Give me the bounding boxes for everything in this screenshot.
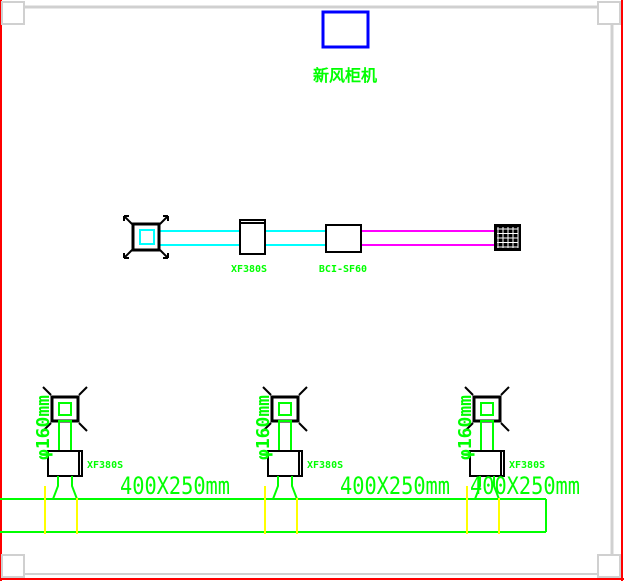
bottom-main-duct [0, 498, 547, 533]
branch-diameter-label: φ160mm [455, 395, 476, 460]
middle-device-label: BCI-SF60 [319, 264, 367, 275]
bci-device-icon [325, 224, 362, 253]
branch-fan-label: XF380S [509, 460, 545, 471]
exhaust-louver-icon [494, 224, 521, 251]
branch-grille-icon [42, 386, 88, 432]
branch-diameter-label: φ160mm [253, 395, 274, 460]
branch-duct-size-label: 400X250mm [470, 472, 580, 500]
branch-takeoff-duct [474, 476, 500, 500]
fresh-air-cabinet-label: 新风柜机 [313, 66, 377, 85]
fresh-air-cabinet-unit [321, 10, 370, 49]
branch-fan-icon [47, 450, 83, 477]
inline-fan-icon [239, 219, 266, 255]
branch-fan-icon [469, 450, 505, 477]
supply-grille-icon [123, 215, 169, 259]
branch-duct-size-label: 400X250mm [120, 472, 230, 500]
branch-takeoff-duct [52, 476, 78, 500]
branch-fan-label: XF380S [87, 460, 123, 471]
branch-fan-label: XF380S [307, 460, 343, 471]
branch-grille-icon [262, 386, 308, 432]
branch-takeoff-duct [272, 476, 298, 500]
branch-riser-duct [278, 420, 292, 452]
branch-riser-duct [480, 420, 494, 452]
middle-fan-label: XF380S [231, 264, 267, 275]
branch-fan-icon [267, 450, 303, 477]
branch-diameter-label: φ160mm [33, 395, 54, 460]
middle-duct-run: XF380S BCI-SF60 [123, 215, 521, 275]
branch-duct-size-label: 400X250mm [340, 472, 450, 500]
branch-riser-duct [58, 420, 72, 452]
branch-grille-icon [464, 386, 510, 432]
